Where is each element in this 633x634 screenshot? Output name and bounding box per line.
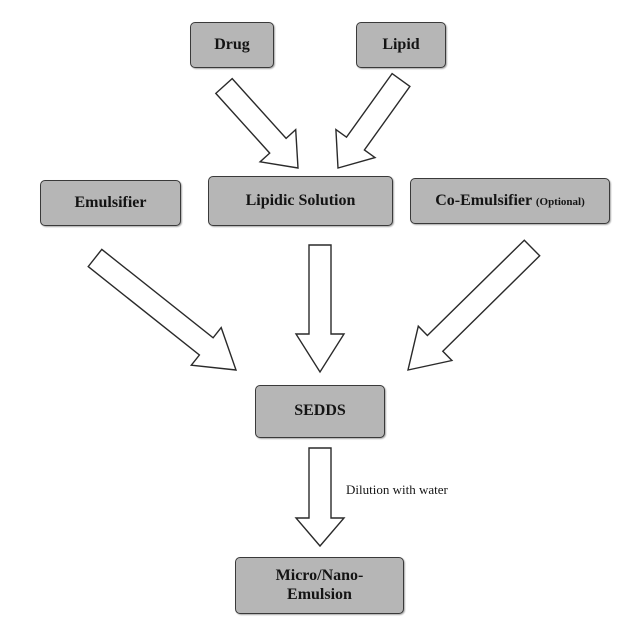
- arrow-co-emulsifier-to-sedds: [407, 239, 541, 371]
- arrow-lipid-to-lipidic-solution: [335, 72, 411, 169]
- node-lipid: Lipid: [356, 22, 446, 68]
- arrow-drug-to-lipidic-solution: [214, 77, 299, 169]
- arrow-lipidic-solution-to-sedds: [294, 244, 346, 374]
- node-sedds-label: SEDDS: [294, 402, 346, 420]
- node-co-emulsifier-label: Co-Emulsifier (Optional): [435, 192, 585, 210]
- node-lipid-label: Lipid: [382, 35, 420, 53]
- micro-nano-line2: Emulsion: [287, 585, 352, 603]
- co-emulsifier-main: Co-Emulsifier: [435, 191, 532, 209]
- edge-label-dilution: Dilution with water: [346, 482, 448, 497]
- node-micro-nano-emulsion: Micro/Nano- Emulsion: [235, 557, 404, 614]
- node-lipidic-solution-label: Lipidic Solution: [245, 191, 356, 209]
- node-lipidic-solution: Lipidic Solution: [208, 176, 393, 226]
- co-emulsifier-optional-note: (Optional): [535, 195, 585, 208]
- node-emulsifier: Emulsifier: [40, 180, 181, 226]
- node-emulsifier-label: Emulsifier: [74, 193, 147, 211]
- node-co-emulsifier: Co-Emulsifier (Optional): [410, 178, 610, 224]
- node-sedds: SEDDS: [255, 385, 385, 438]
- arrow-emulsifier-to-sedds: [87, 248, 238, 371]
- node-micro-nano-emulsion-label: Micro/Nano- Emulsion: [276, 567, 364, 604]
- arrow-sedds-to-micro-nano-emulsion: [294, 447, 346, 548]
- node-drug: Drug: [190, 22, 274, 68]
- micro-nano-line1: Micro/Nano-: [275, 567, 364, 585]
- node-drug-label: Drug: [214, 35, 250, 53]
